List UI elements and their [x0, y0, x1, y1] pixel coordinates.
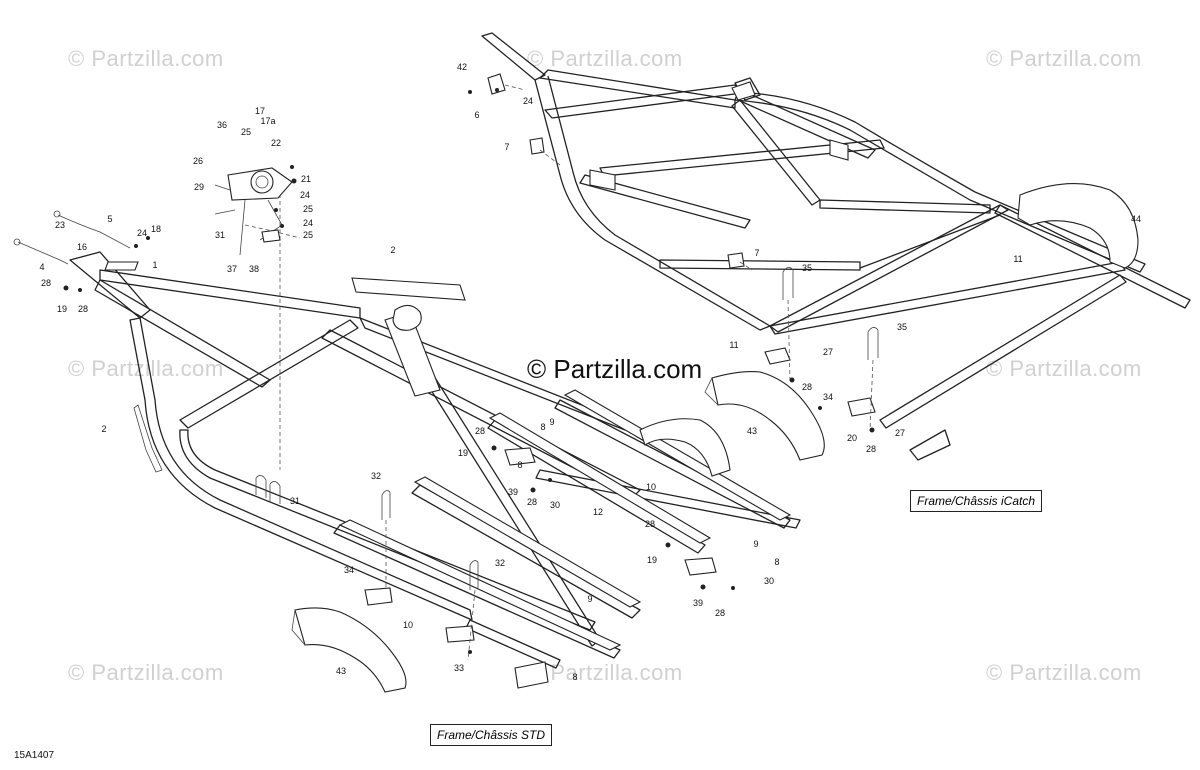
callout-19: 19 — [647, 555, 657, 565]
callout-11: 11 — [729, 340, 738, 350]
callout-43: 43 — [336, 666, 346, 676]
callout-16: 16 — [77, 242, 87, 252]
callout-42: 42 — [457, 62, 467, 72]
callout-24: 24 — [137, 228, 147, 238]
drawing-code: 15A1407 — [14, 750, 55, 761]
callout-9: 9 — [549, 417, 554, 427]
winch-assembly — [214, 165, 297, 256]
callout-25: 25 — [241, 127, 251, 137]
callout-2: 2 — [390, 245, 395, 255]
callout-10: 10 — [403, 620, 413, 630]
callout-27: 27 — [895, 428, 905, 438]
callout-36: 36 — [217, 120, 227, 130]
callout-19: 19 — [57, 304, 67, 314]
callout-25: 25 — [303, 204, 313, 214]
callout-4: 4 — [39, 262, 44, 272]
watermark-bottom-left: © Partzilla.com — [68, 660, 224, 685]
callout-25: 25 — [303, 230, 313, 240]
callout-28: 28 — [475, 426, 485, 436]
callout-37: 37 — [227, 264, 237, 274]
tongue-hardware — [13, 210, 150, 292]
callout-28: 28 — [78, 304, 88, 314]
callout-23: 23 — [55, 220, 65, 230]
callout-28: 28 — [715, 608, 725, 618]
watermark-bottom-right: © Partzilla.com — [986, 660, 1142, 685]
callout-8: 8 — [517, 460, 522, 470]
callout-24: 24 — [523, 96, 533, 106]
callout-38: 38 — [249, 264, 259, 274]
callout-29: 29 — [194, 182, 204, 192]
watermark-center: © Partzilla.com — [527, 354, 703, 384]
callout-8: 8 — [572, 672, 577, 682]
callout-32: 32 — [371, 471, 381, 481]
callout-26: 26 — [193, 156, 203, 166]
callout-19: 19 — [458, 448, 468, 458]
callout-5: 5 — [107, 214, 112, 224]
callout-17: 17 — [255, 106, 265, 116]
callout-10: 10 — [646, 482, 656, 492]
callout-43: 43 — [747, 426, 757, 436]
callout-20: 20 — [847, 433, 857, 443]
callout-17a: 17a — [260, 116, 275, 126]
callout-9: 9 — [753, 539, 758, 549]
frame-label-std: Frame/Châssis STD — [430, 724, 553, 746]
callout-31: 31 — [215, 230, 225, 240]
hardware-dots — [468, 88, 875, 654]
callout-32: 32 — [495, 558, 505, 568]
callout-30: 30 — [550, 500, 560, 510]
callout-30: 30 — [764, 576, 774, 586]
callout-11: 11 — [1013, 254, 1022, 264]
callout-27: 27 — [823, 347, 833, 357]
callout-44: 44 — [1131, 214, 1141, 224]
callout-2: 2 — [101, 424, 106, 434]
callout-28: 28 — [41, 278, 51, 288]
callout-22: 22 — [271, 138, 281, 148]
callout-28: 28 — [645, 519, 655, 529]
frame-label-icatch: Frame/Châssis iCatch — [910, 490, 1043, 512]
callout-8: 8 — [540, 422, 545, 432]
callout-28: 28 — [866, 444, 876, 454]
callout-31: 31 — [290, 496, 300, 506]
callout-12: 12 — [593, 507, 603, 517]
callout-35: 35 — [897, 322, 907, 332]
icatch-frame — [481, 32, 1191, 461]
callout-21: 21 — [301, 174, 311, 184]
callout-24: 24 — [303, 218, 313, 228]
callout-39: 39 — [508, 487, 518, 497]
watermark-top-left: © Partzilla.com — [68, 46, 224, 71]
callout-39: 39 — [693, 598, 703, 608]
watermark-top-right: © Partzilla.com — [986, 46, 1142, 71]
callout-34: 34 — [823, 392, 833, 402]
callout-7: 7 — [754, 248, 759, 258]
callout-1: 1 — [152, 260, 157, 270]
watermark-mid-right: © Partzilla.com — [986, 356, 1142, 381]
std-frame — [69, 180, 801, 693]
callout-35: 35 — [802, 263, 812, 273]
callout-18: 18 — [151, 224, 161, 234]
callout-33: 33 — [454, 663, 464, 673]
callout-24: 24 — [300, 190, 310, 200]
callout-8: 8 — [774, 557, 779, 567]
watermark-top-center: © Partzilla.com — [527, 46, 683, 71]
callout-34: 34 — [344, 565, 354, 575]
callout-7: 7 — [504, 142, 509, 152]
callouts: 1224567788889991010111112161717a18191919… — [39, 62, 1141, 682]
callout-6: 6 — [474, 110, 479, 120]
watermark-bottom-center: © Partzilla.com — [527, 660, 683, 685]
callout-28: 28 — [802, 382, 812, 392]
callout-28: 28 — [527, 497, 537, 507]
callout-9: 9 — [587, 594, 592, 604]
watermark-mid-left: © Partzilla.com — [68, 356, 224, 381]
